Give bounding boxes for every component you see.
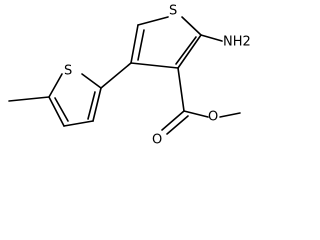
bond-c5p-c4p-a <box>48 96 65 127</box>
bond-c5p-c4p-b <box>54 97 69 122</box>
bond-c2-n <box>200 34 223 42</box>
bond-c5-c4-b <box>137 29 145 61</box>
bond-c5-s1 <box>137 16 169 26</box>
bond-carbonyl-o-b <box>166 115 189 135</box>
bond-c5p-methyl <box>8 96 50 102</box>
methylthiophene-ring <box>8 73 102 127</box>
ester-oxygen-label: O <box>208 110 218 125</box>
bond-s1-c2 <box>181 16 202 36</box>
bond-c2p-c3p-a <box>92 87 102 122</box>
bond-c2p-c3p-b <box>87 91 96 120</box>
bond-carbonyl-o-a <box>161 110 185 131</box>
bond-c4p-c3p <box>63 120 94 127</box>
bond-carbonyl-oester <box>183 110 209 118</box>
bond-c2-c3-a <box>177 34 202 69</box>
sulfur-label-left: S <box>64 64 72 79</box>
sulfur-label-right: S <box>169 4 177 19</box>
bond-oester-methyl <box>219 112 241 118</box>
bond-c2-c3-b <box>175 36 197 65</box>
bond-c2p-s1p <box>81 73 102 89</box>
bond-s1p-c5p <box>48 73 63 98</box>
carbonyl-oxygen-label: O <box>152 133 162 148</box>
bond-c5-c4-a <box>130 24 139 64</box>
ester-group <box>161 67 241 135</box>
bond-c3-c4 <box>130 62 179 69</box>
aminothiophene-ring <box>130 16 202 69</box>
bond-c3-carbonyl <box>177 67 185 112</box>
structure-diagram: S NH2 S O O <box>8 4 251 148</box>
bond-ring-link <box>100 62 132 89</box>
amino-label: NH2 <box>223 35 251 50</box>
